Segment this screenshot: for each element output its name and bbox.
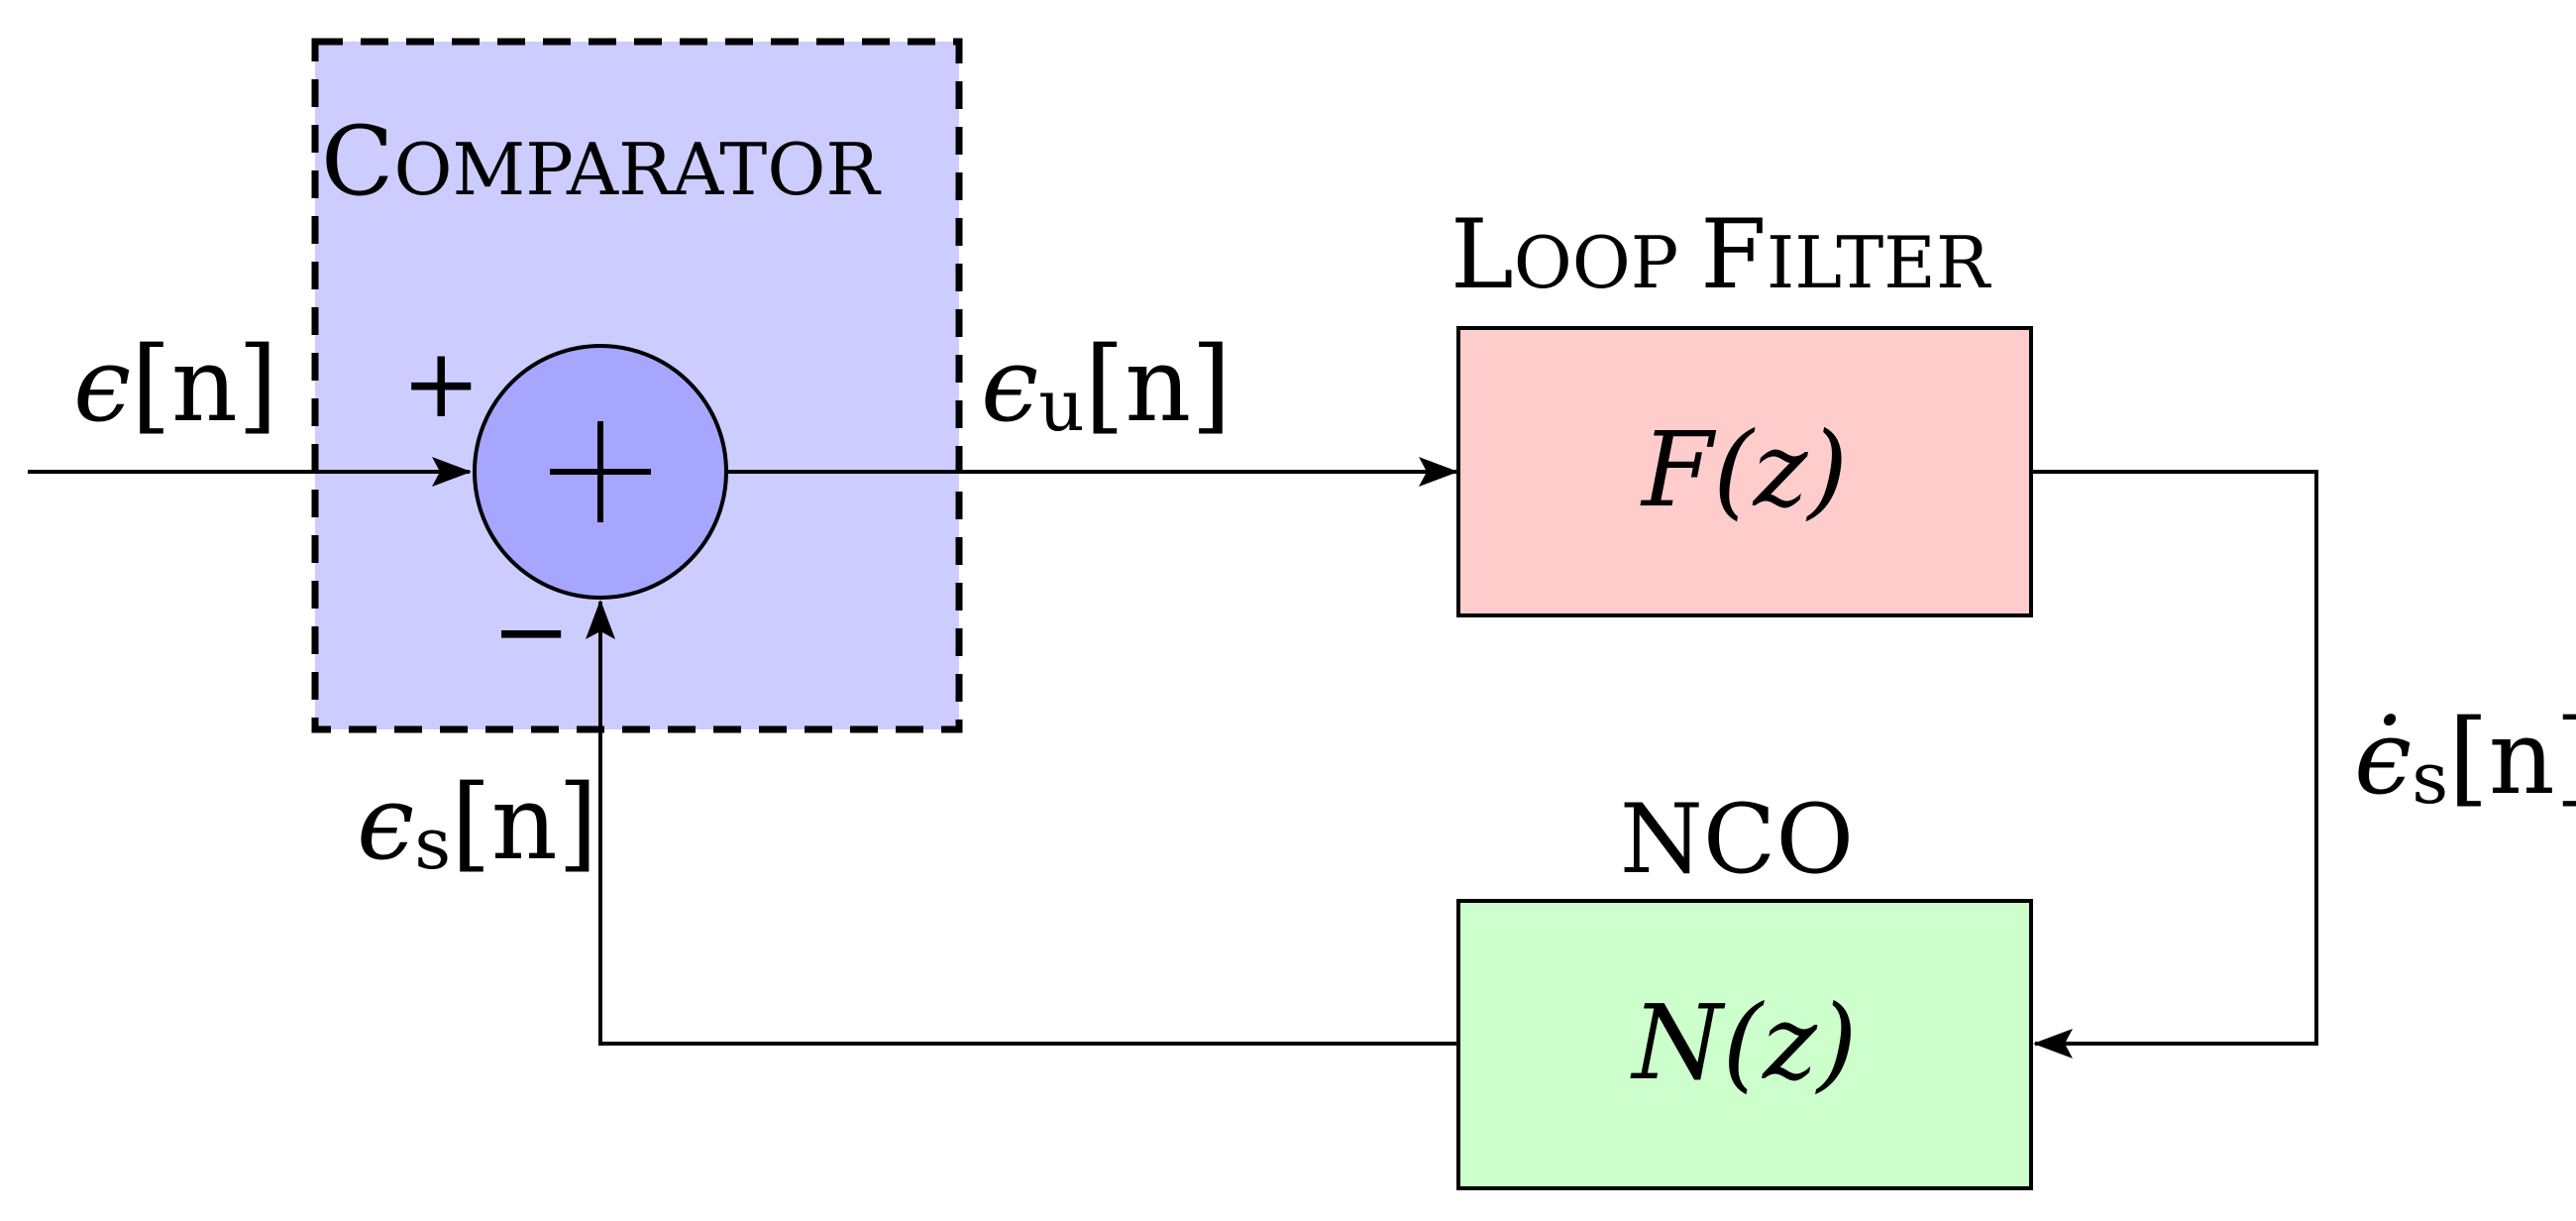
nco-block bbox=[1456, 899, 2033, 1190]
feedback-signal-line bbox=[586, 600, 1458, 1046]
loop-filter-block bbox=[1456, 326, 2033, 617]
comparator-title: COMPARATOR bbox=[321, 106, 881, 217]
feedback-signal-label: ϵs[n] bbox=[357, 762, 597, 885]
input-signal-label: ϵ[n] bbox=[73, 324, 277, 445]
plus-sign-label: + bbox=[401, 328, 481, 439]
nco-title: NCO bbox=[1620, 784, 1854, 895]
nco-transfer-function: N(z) bbox=[1630, 982, 1858, 1103]
minus-sign-label: − bbox=[491, 576, 571, 687]
unfiltered-signal-label: ϵu[n] bbox=[981, 324, 1232, 447]
filtered-signal-label: ϵ̇s[n] bbox=[2354, 697, 2576, 820]
loop-filter-transfer-function: F(z) bbox=[1640, 409, 1848, 530]
filtered-signal-line bbox=[2031, 470, 2318, 1058]
